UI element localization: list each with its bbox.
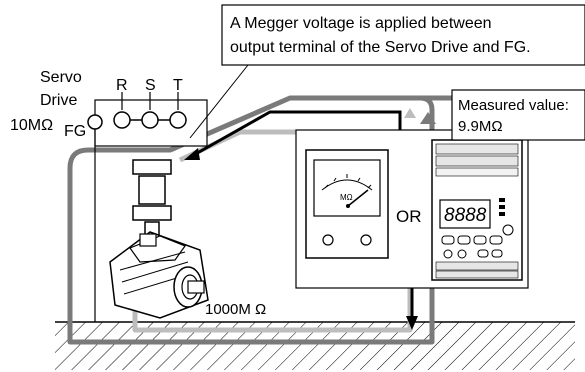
motor-insulation-resistance: 1000M Ω [205,301,266,318]
digital-tester: 8888 [431,139,523,281]
terminal-r [113,111,131,129]
servo-drive-title-1: Servo [40,69,82,86]
terminal-t-label: T [173,77,183,94]
terminal-fg [87,114,103,130]
fg-resistance: 10MΩ [10,117,53,134]
or-label: OR [396,207,422,226]
measured-value: 9.9MΩ [458,118,503,135]
servo-drive: Servo Drive R S T FG 10MΩ [10,69,208,322]
megger-note-line-2: output terminal of the Servo Drive and F… [230,39,531,56]
servo-motor: 1000M Ω [109,159,266,319]
measured-value-callout: Measured value: 9.9MΩ [451,89,585,141]
megger-note-callout: A Megger voltage is applied between outp… [189,4,585,139]
megger-note-line-1: A Megger voltage is applied between [230,15,492,32]
terminal-s-label: S [145,77,156,94]
digital-readout: 8888 [444,205,487,226]
dial-unit: MΩ [340,193,353,202]
servo-drive-title-2: Drive [40,92,77,109]
terminal-s [141,111,159,129]
terminal-t [169,111,187,129]
analog-megger: MΩ [305,149,389,259]
terminal-r-label: R [116,77,128,94]
fg-label: FG [64,123,86,140]
measured-value-label: Measured value: [458,97,569,114]
meters-panel: MΩ OR 8888 [295,129,529,289]
